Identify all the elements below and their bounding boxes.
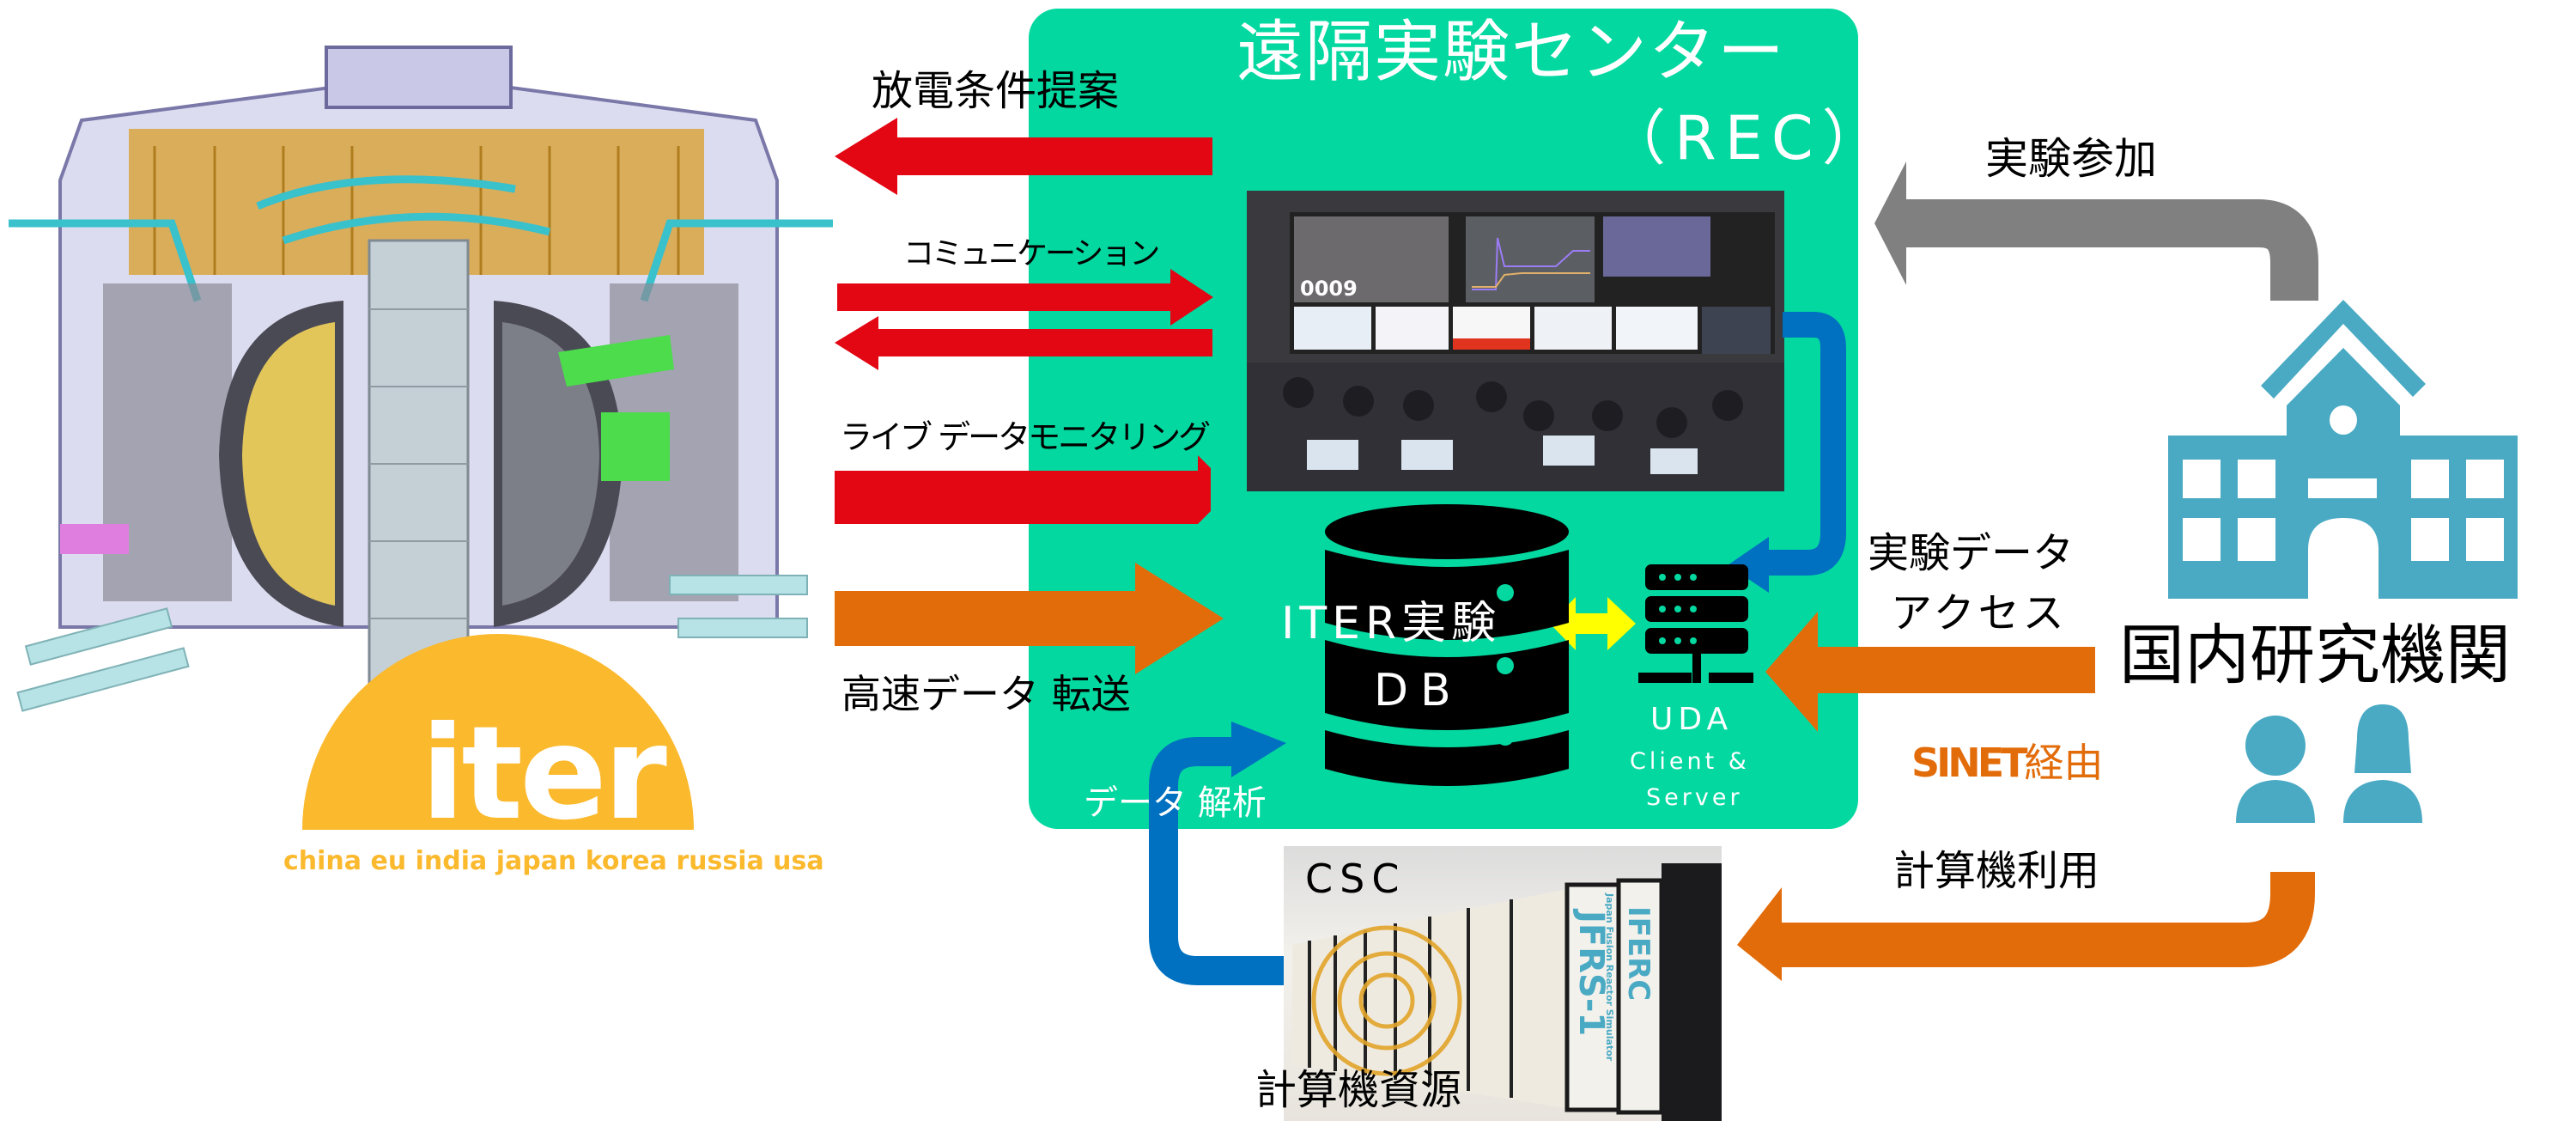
experiment-participation-arrow (1904, 199, 2318, 301)
rec-title: 遠隔実験センター (1236, 14, 1787, 91)
communication-arrow-right (837, 269, 1213, 326)
computing-resources-caption: 計算機資源 (1255, 1066, 1462, 1114)
iter-logo: iter (283, 617, 713, 840)
experiment-participation-label: 実験参加 (1985, 134, 2157, 184)
uda-client-label: Client & (1630, 748, 1750, 775)
database-label-line1: ITER実験 (1281, 598, 1502, 649)
high-speed-transfer-label: 高速データ 転送 (841, 671, 1131, 717)
uda-server-label: Server (1646, 784, 1743, 811)
database-label-line2: DB (1374, 665, 1463, 716)
communication-label: コミュニケーション (903, 236, 1160, 271)
institution-name: 国内研究機関 (2119, 617, 2511, 693)
iferc-label: IFERC (1621, 906, 1656, 1001)
uda-title: UDA (1650, 702, 1734, 737)
live-monitoring-label: ライブ データモニタリング (840, 418, 1211, 456)
discharge-proposal-arrow (835, 118, 1212, 195)
iter-wordmark: iter (421, 699, 667, 849)
control-room-photo: 0009 (1247, 191, 1784, 491)
database-icon (1325, 504, 1569, 786)
discharge-proposal-label: 放電条件提案 (872, 67, 1120, 115)
computer-usage-label: 計算機利用 (1893, 847, 2100, 895)
data-access-label-line2: アクセス (1891, 589, 2068, 637)
communication-arrow-left (835, 316, 1212, 370)
high-speed-transfer-arrow (835, 563, 1224, 674)
jfrs-label: JFRS-1 (1571, 908, 1611, 1036)
live-monitoring-arrow (835, 455, 1211, 524)
jfrs-subtitle: Japan Fusion Reactor Simulator (1604, 892, 1615, 1062)
data-access-label-line1: 実験データ (1868, 529, 2075, 577)
iter-tokamak-illustration (0, 26, 841, 722)
control-room-counter: 0009 (1300, 277, 1358, 301)
male-researcher-icon (2236, 716, 2315, 823)
supercomputer-photo: JFRS-1 Japan Fusion Reactor Simulator IF… (1284, 846, 1722, 1121)
server-icon (1638, 564, 1753, 683)
iter-logo-sun (302, 634, 694, 830)
db-uda-link-arrow (1550, 597, 1636, 650)
rec-abbreviation: （REC） (1606, 103, 1891, 174)
data-analysis-loop-arrow (1149, 737, 1284, 985)
data-analysis-label: データ 解析 (1084, 783, 1267, 823)
rec-to-uda-loop-arrow (1769, 312, 1846, 576)
female-researcher-icon (2343, 704, 2422, 823)
data-access-arrow (1765, 612, 2095, 732)
csc-label: CSC (1305, 856, 1406, 902)
computer-usage-arrow (1782, 872, 2315, 967)
sinet-via: 経由 (2024, 740, 2104, 786)
sinet-label: SINET経由 (1911, 743, 2104, 783)
iter-member-list: china eu india japan korea russia usa (283, 846, 824, 876)
sinet-name: SINET (1911, 740, 2028, 786)
